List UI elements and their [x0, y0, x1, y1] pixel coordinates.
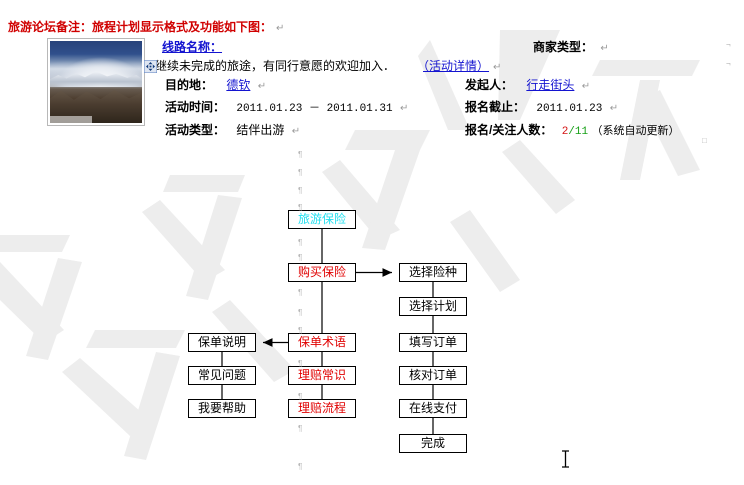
paragraph-mark-icon: ¶: [298, 392, 303, 401]
flow-node-verify-order[interactable]: 核对订单: [399, 366, 467, 385]
flow-node-policy-description[interactable]: 保单说明: [188, 333, 256, 352]
pilcrow-icon: ↵: [609, 103, 619, 114]
paragraph-mark-icon: ¶: [298, 168, 303, 177]
activity-time-label: 活动时间：: [165, 100, 226, 114]
paragraph-mark-icon: ¶: [298, 326, 303, 335]
pilcrow-icon: ↵: [257, 81, 267, 92]
paragraph-mark-icon: ¶: [298, 462, 303, 471]
merchant-type-label: 商家类型：: [533, 40, 594, 54]
trip-description-row: 继续未完成的旅途，有同行意愿的欢迎加入． （活动详情）↵: [155, 57, 501, 74]
destination-label: 目的地：: [165, 78, 214, 92]
pilcrow-icon: ↵: [581, 81, 591, 92]
field-destination: 目的地： 德钦 ↵: [165, 76, 266, 93]
flow-node-faq[interactable]: 常见问题: [188, 366, 256, 385]
route-name-link[interactable]: 线路名称：: [162, 38, 222, 55]
paragraph-mark-icon: ¶: [298, 359, 303, 368]
field-activity-type: 活动类型： 结伴出游 ↵: [165, 121, 300, 138]
field-signup-count: 报名/关注人数： 2/11 （系统自动更新）: [465, 121, 679, 138]
thumbnail-image: [50, 41, 142, 123]
activity-type-label: 活动类型：: [165, 123, 226, 137]
flow-node-fill-order[interactable]: 填写订单: [399, 333, 467, 352]
flow-node-claim-process[interactable]: 理赔流程: [288, 399, 356, 418]
signup-deadline-value: 2011.01.23: [536, 103, 603, 115]
flow-node-complete[interactable]: 完成: [399, 434, 467, 453]
organizer-label: 发起人：: [465, 78, 514, 92]
destination-value-link[interactable]: 德钦: [226, 78, 251, 92]
flow-node-select-plan[interactable]: 选择计划: [399, 297, 467, 316]
signup-separator: /: [568, 126, 575, 138]
pilcrow-icon: ↵: [291, 126, 301, 137]
paragraph-mark-icon: ¶: [298, 288, 303, 297]
paragraph-mark-icon: ¶: [298, 150, 303, 159]
flow-node-buy-insurance[interactable]: 购买保险: [288, 263, 356, 282]
flow-node-policy-terms[interactable]: 保单术语: [288, 333, 356, 352]
paragraph-mark-icon: ¶: [298, 253, 303, 262]
move-handle-icon[interactable]: [144, 60, 157, 73]
thumbnail-caption-bar: [50, 116, 93, 123]
activity-type-value: 结伴出游: [236, 123, 285, 137]
edit-mark: □: [702, 136, 707, 145]
flow-node-claim-knowledge[interactable]: 理赔常识: [288, 366, 356, 385]
edit-mark: ¬: [726, 40, 731, 49]
signup-deadline-label: 报名截止：: [465, 100, 526, 114]
pilcrow-icon: ↵: [600, 43, 609, 54]
signup-total-value: 11: [574, 126, 589, 138]
trip-description-text: 继续未完成的旅途，有同行意愿的欢迎加入．: [155, 59, 396, 73]
paragraph-mark-icon: ¶: [298, 308, 303, 317]
flow-node-travel-insurance[interactable]: 旅游保险: [288, 210, 356, 229]
flow-node-need-help[interactable]: 我要帮助: [188, 399, 256, 418]
merchant-type-row: 商家类型： ↵: [533, 38, 609, 55]
route-name-label: 线路名称：: [162, 40, 223, 54]
paragraph-mark-icon: ¶: [298, 424, 303, 433]
pilcrow-icon: ↵: [399, 103, 409, 114]
paragraph-mark-icon: ¶: [298, 238, 303, 247]
activity-detail-link[interactable]: （活动详情）: [423, 59, 490, 73]
flow-node-select-insurance-type[interactable]: 选择险种: [399, 263, 467, 282]
field-organizer: 发起人： 行走街头 ↵: [465, 76, 590, 93]
edit-mark: ¬: [726, 59, 731, 68]
paragraph-mark-icon: ¶: [298, 186, 303, 195]
signup-count-value: 2: [561, 126, 569, 138]
paragraph-mark-icon: ¶: [298, 203, 303, 212]
note-title-text: 旅游论坛备注：旅程计划显示格式及功能如下图：: [8, 20, 273, 34]
note-title: 旅游论坛备注：旅程计划显示格式及功能如下图：↵: [8, 18, 284, 35]
trip-thumbnail[interactable]: [47, 38, 145, 126]
field-signup-deadline: 报名截止： 2011.01.23 ↵: [465, 98, 618, 115]
activity-time-value: 2011.01.23 － 2011.01.31: [236, 103, 393, 115]
organizer-value-link[interactable]: 行走街头: [526, 78, 575, 92]
flow-node-online-payment[interactable]: 在线支付: [399, 399, 467, 418]
signup-auto-update-note: （系统自动更新）: [591, 125, 680, 137]
snow-ridge-layer: [50, 71, 142, 89]
field-activity-time: 活动时间： 2011.01.23 － 2011.01.31 ↵: [165, 98, 408, 115]
signup-count-label: 报名/关注人数：: [465, 123, 553, 137]
pilcrow-icon: ↵: [276, 23, 285, 34]
pilcrow-icon: ↵: [493, 62, 502, 73]
text-cursor-icon: [562, 450, 569, 468]
